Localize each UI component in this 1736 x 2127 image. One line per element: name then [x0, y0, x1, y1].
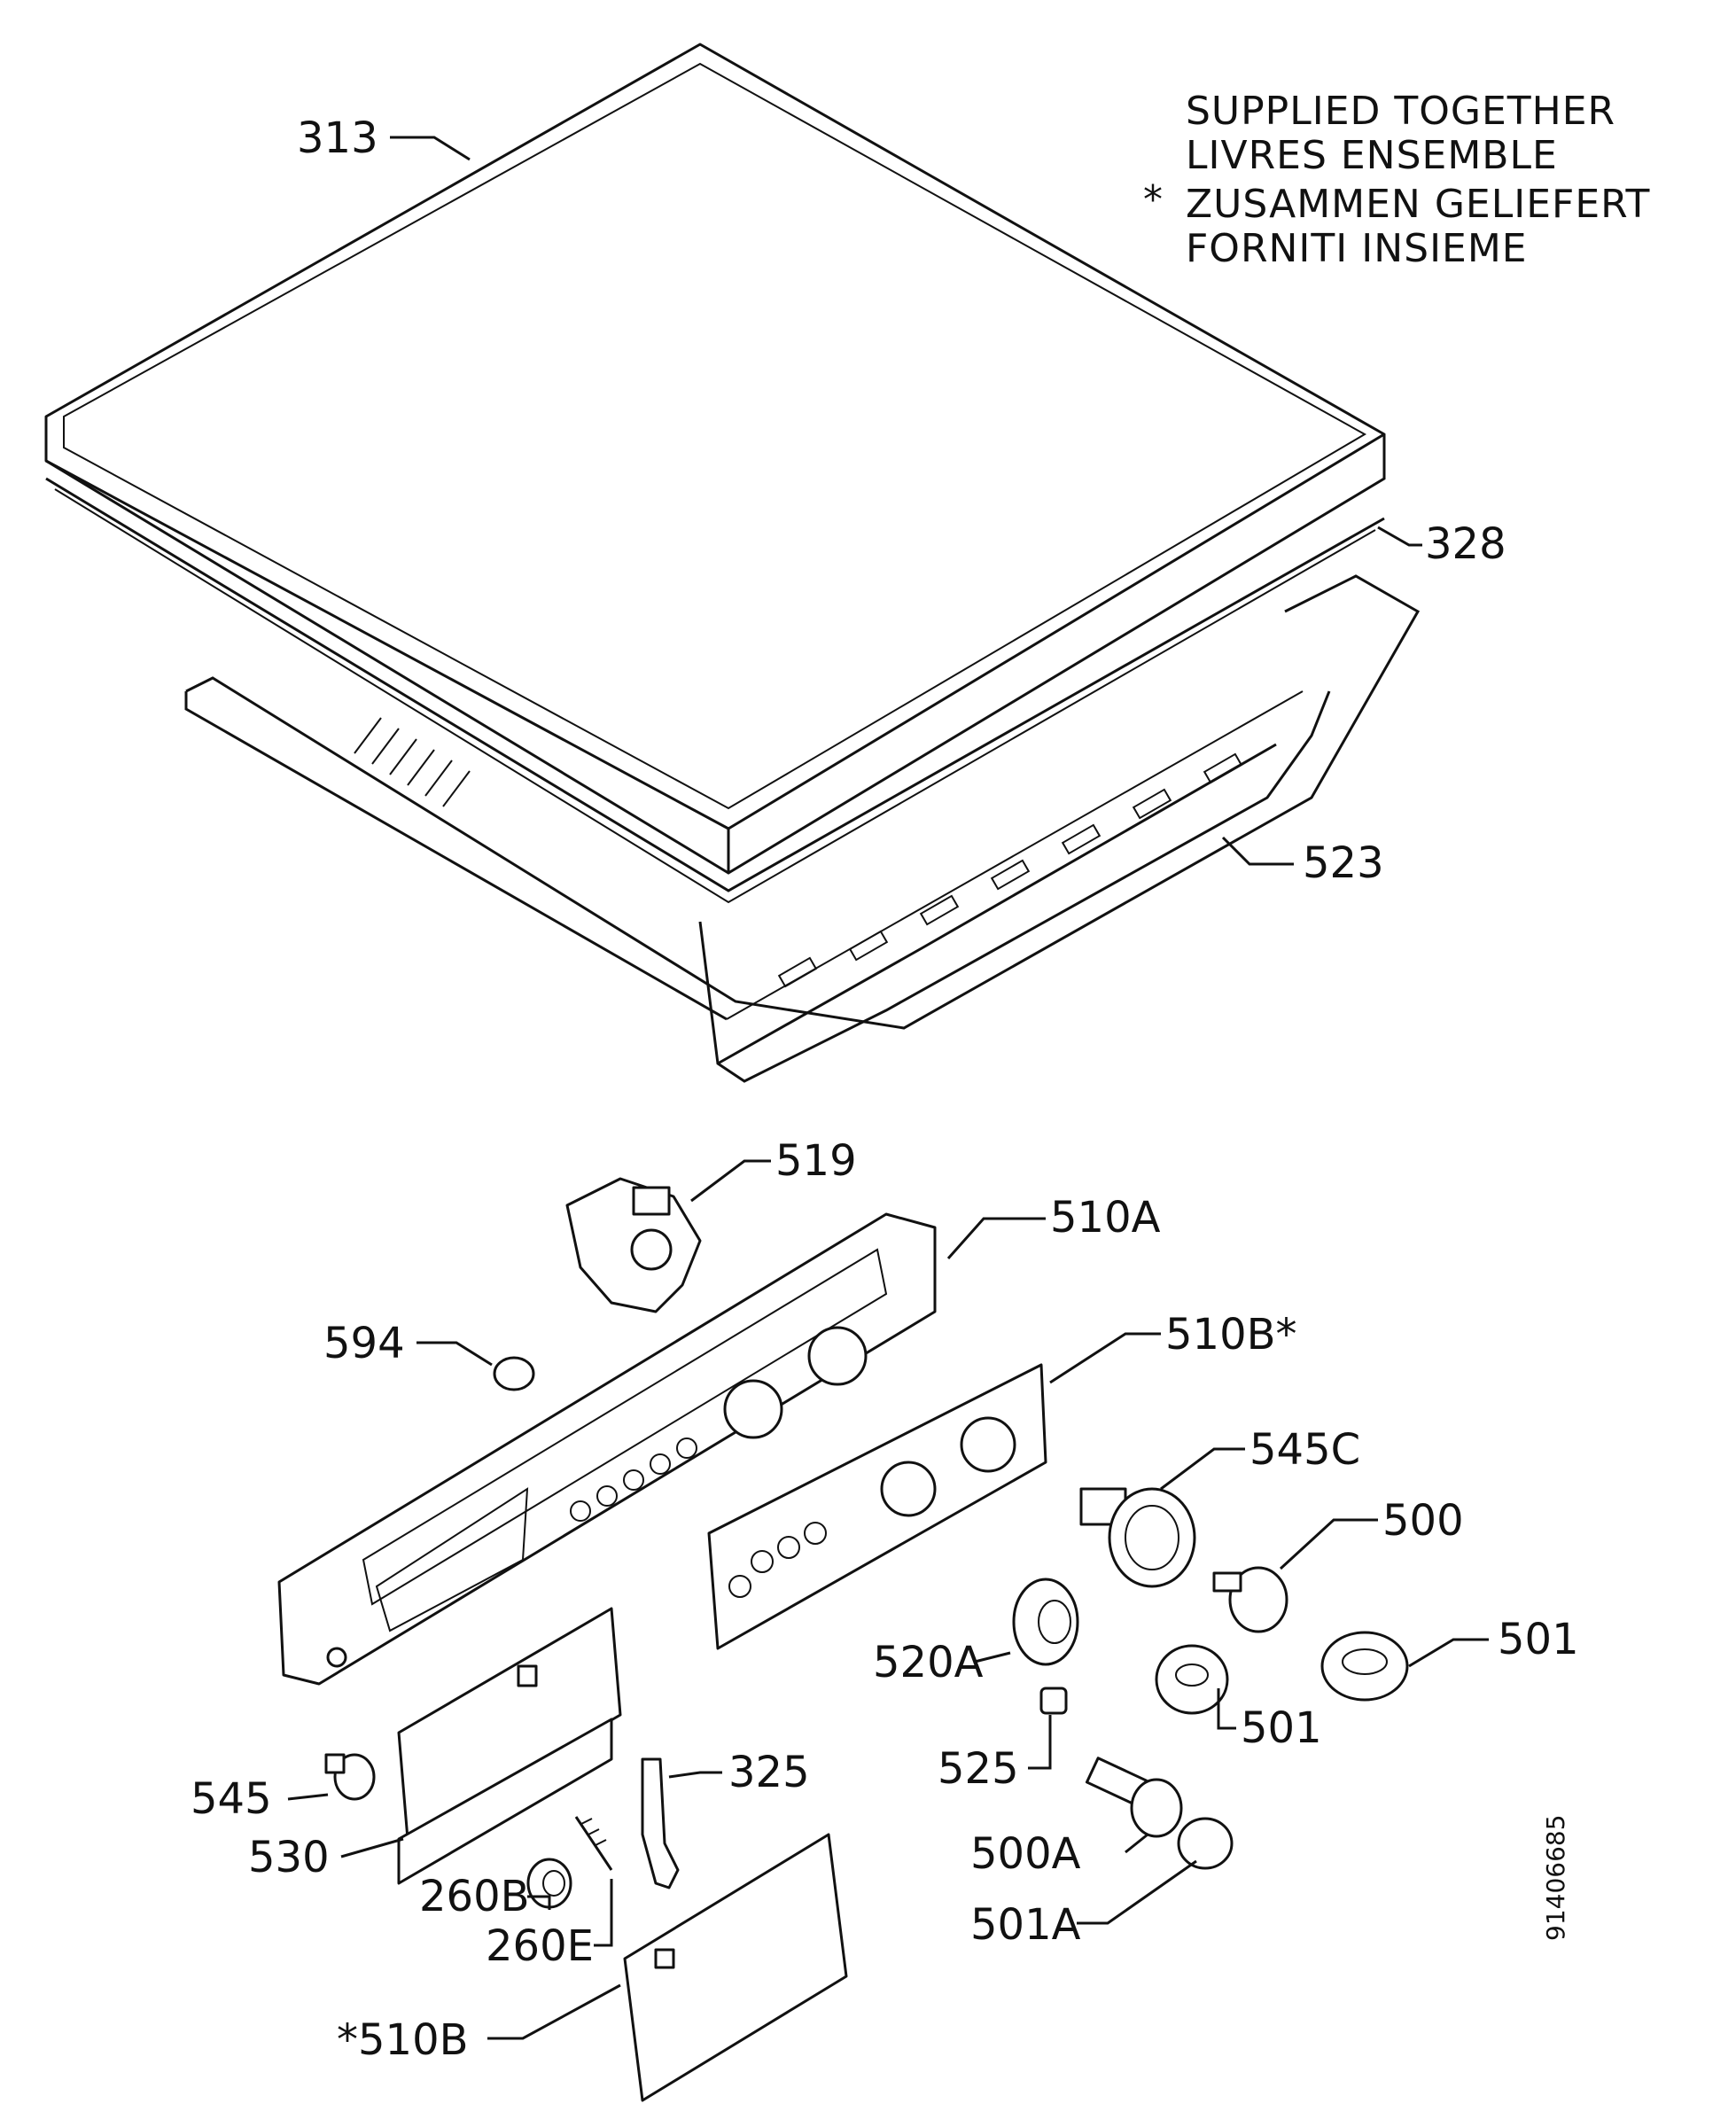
part-501-knob-right	[1320, 1631, 1409, 1702]
part-313-top-cover	[44, 43, 1386, 875]
part-519-bracket	[565, 1177, 702, 1313]
label-510b-top: 510B*	[1165, 1310, 1297, 1360]
part-260e-spring	[574, 1816, 613, 1871]
part-510a-control-panel	[277, 1212, 937, 1686]
part-594-plug	[493, 1356, 535, 1391]
label-500: 500	[1382, 1496, 1464, 1546]
part-labels: 313 328 523 519 510A 594 510B* 545C 500 …	[191, 113, 1579, 2065]
note-line-1: SUPPLIED TOGETHER	[1186, 89, 1615, 134]
part-545-button	[324, 1753, 376, 1801]
part-328-gasket	[45, 477, 1385, 904]
label-530: 530	[248, 1833, 330, 1882]
label-501-mid: 501	[1241, 1703, 1322, 1753]
part-530-switch-block	[397, 1607, 622, 1885]
label-328: 328	[1425, 519, 1506, 569]
label-260b: 260B	[419, 1872, 530, 1921]
label-325: 325	[728, 1748, 810, 1797]
label-523: 523	[1303, 838, 1384, 888]
part-500a-pushrod	[1085, 1757, 1183, 1838]
label-260e: 260E	[486, 1921, 594, 1971]
label-545: 545	[191, 1774, 272, 1824]
part-325-lever	[641, 1757, 680, 1889]
label-501-right: 501	[1498, 1615, 1579, 1664]
label-510b-bottom: *510B	[337, 2015, 469, 2065]
label-500a: 500A	[970, 1829, 1081, 1879]
label-510a: 510A	[1050, 1193, 1161, 1243]
label-520a: 520A	[873, 1638, 984, 1687]
part-520a-selector	[1012, 1578, 1079, 1666]
label-525: 525	[938, 1744, 1019, 1794]
part-510b-decor-panel	[707, 1363, 1047, 1650]
label-545c: 545C	[1249, 1425, 1360, 1475]
doc-number: 91406685	[1541, 1814, 1570, 1941]
label-594: 594	[323, 1319, 405, 1368]
part-510b-bottom-panel	[623, 1833, 848, 2102]
label-313: 313	[297, 113, 378, 163]
part-525-pin	[1039, 1687, 1068, 1715]
part-501a-cap	[1177, 1817, 1234, 1870]
note-line-4: FORNITI INSIEME	[1186, 226, 1528, 271]
note-line-3: ZUSAMMEN GELIEFERT	[1186, 182, 1650, 227]
label-501a: 501A	[970, 1900, 1081, 1950]
part-545c-knob-housing	[1079, 1487, 1196, 1588]
leader-lines	[287, 136, 1489, 2040]
part-501-knob-mid	[1155, 1644, 1229, 1715]
note-asterisk: *	[1143, 177, 1164, 222]
part-523-frame	[184, 574, 1421, 1083]
note-line-2: LIVRES ENSEMBLE	[1186, 133, 1558, 178]
label-519: 519	[775, 1136, 857, 1186]
part-500-knob-shaft	[1212, 1566, 1288, 1633]
supplied-together-note: SUPPLIED TOGETHER LIVRES ENSEMBLE * ZUSA…	[1143, 89, 1650, 271]
